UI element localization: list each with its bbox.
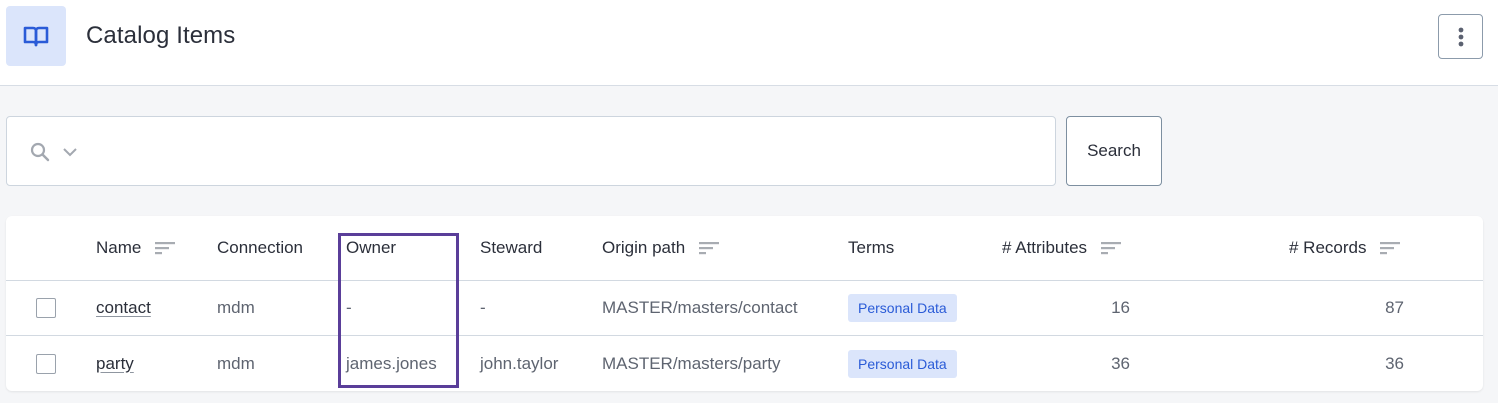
column-header-owner: Owner	[346, 238, 397, 257]
search-bar[interactable]	[6, 116, 1056, 186]
sort-icon[interactable]	[699, 241, 720, 255]
owner-cell: -	[346, 298, 352, 317]
column-header-name[interactable]: Name	[96, 216, 176, 280]
book-open-icon	[23, 26, 49, 47]
sort-icon[interactable]	[155, 241, 176, 255]
search-input[interactable]	[93, 117, 1043, 185]
term-tag[interactable]: Personal Data	[848, 294, 957, 322]
page-header: Catalog Items	[0, 0, 1498, 86]
table-header-row: Name Connection Owner Steward Origin pat…	[6, 216, 1483, 281]
kebab-vertical-icon	[1458, 27, 1463, 46]
column-header-attributes[interactable]: # Attributes	[1002, 216, 1122, 280]
catalog-items-table: Name Connection Owner Steward Origin pat…	[6, 216, 1483, 391]
column-header-connection: Connection	[217, 238, 304, 257]
steward-cell: john.taylor	[480, 353, 559, 373]
term-tag[interactable]: Personal Data	[848, 349, 957, 378]
sort-icon[interactable]	[1101, 241, 1122, 255]
connection-cell: mdm	[217, 298, 255, 317]
search-button[interactable]: Search	[1066, 116, 1162, 186]
item-name-link[interactable]: contact	[96, 298, 151, 317]
sort-icon[interactable]	[1380, 241, 1401, 255]
page-title: Catalog Items	[86, 22, 236, 49]
origin-path-cell: MASTER/masters/contact	[602, 298, 798, 317]
chevron-down-icon[interactable]	[61, 143, 79, 161]
table-row[interactable]: party mdm james.jones john.taylor MASTER…	[6, 336, 1483, 391]
catalog-icon-badge	[6, 6, 66, 66]
search-icon[interactable]	[29, 141, 51, 163]
origin-path-cell: MASTER/masters/party	[602, 353, 781, 373]
attributes-cell: 36	[1111, 353, 1130, 373]
row-checkbox[interactable]	[36, 353, 56, 374]
column-header-terms: Terms	[848, 238, 895, 257]
records-cell: 87	[1385, 298, 1404, 317]
table-row[interactable]: contact mdm - - MASTER/masters/contact P…	[6, 281, 1483, 336]
steward-cell: -	[480, 298, 486, 317]
more-options-button[interactable]	[1438, 14, 1483, 59]
connection-cell: mdm	[217, 353, 255, 373]
item-name-link[interactable]: party	[96, 353, 134, 373]
records-cell: 36	[1385, 353, 1404, 373]
column-header-origin-path[interactable]: Origin path	[602, 216, 720, 280]
column-header-records[interactable]: # Records	[1289, 216, 1401, 280]
row-checkbox[interactable]	[36, 298, 56, 318]
attributes-cell: 16	[1111, 298, 1130, 317]
owner-cell: james.jones	[346, 353, 437, 373]
column-header-steward: Steward	[480, 238, 543, 257]
